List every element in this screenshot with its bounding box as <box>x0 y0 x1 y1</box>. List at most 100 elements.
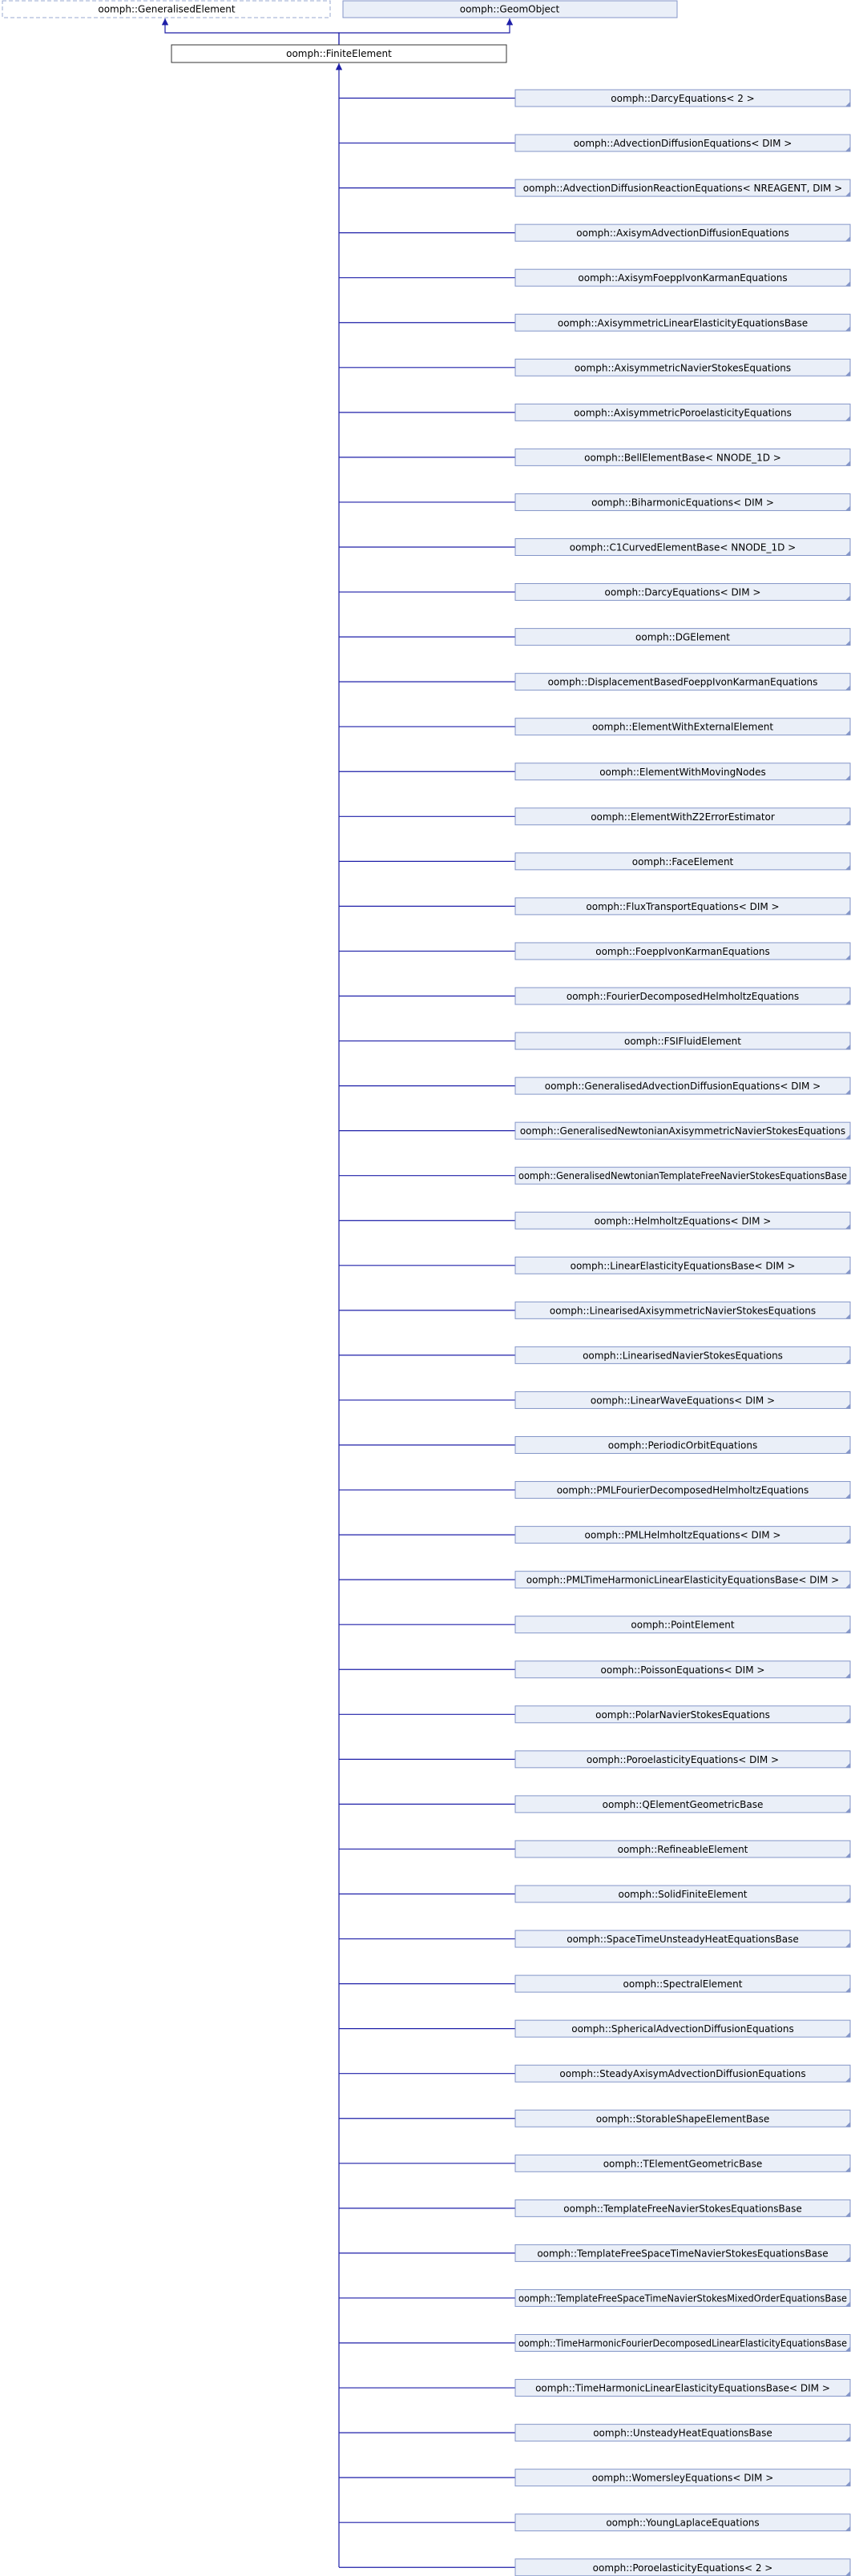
derived-node-box <box>514 1930 851 1948</box>
derived-node-label: oomph::PMLFourierDecomposedHelmholtzEqua… <box>557 1485 809 1496</box>
derived-node-faceelement[interactable]: oomph::FaceElement <box>514 852 851 871</box>
derived-node-poroelasticityequations-dim[interactable]: oomph::PoroelasticityEquations< DIM > <box>514 1750 851 1769</box>
derived-node-label: oomph::TemplateFreeSpaceTimeNavierStokes… <box>518 2292 847 2304</box>
derived-node-templatefreenavierstokesequationsbase[interactable]: oomph::TemplateFreeNavierStokesEquations… <box>514 2199 851 2217</box>
derived-node-telementgeometricbase[interactable]: oomph::TElementGeometricBase <box>514 2154 851 2172</box>
derived-node-polarnavierstokesequations[interactable]: oomph::PolarNavierStokesEquations <box>514 1705 851 1724</box>
derived-node-label: oomph::DGElement <box>635 632 730 643</box>
derived-node-box <box>514 583 851 602</box>
derived-node-label: oomph::AxisymFoeppIvonKarmanEquations <box>578 272 787 284</box>
derived-node-label: oomph::DisplacementBasedFoeppIvonKarmanE… <box>548 677 818 688</box>
derived-node-linearwaveequations-dim[interactable]: oomph::LinearWaveEquations< DIM > <box>514 1391 851 1409</box>
derived-node-storableshapeelementbase[interactable]: oomph::StorableShapeElementBase <box>514 2109 851 2127</box>
collapsed-subtree-indicator-icon <box>845 685 850 690</box>
derived-node-fluxtransportequations-dim[interactable]: oomph::FluxTransportEquations< DIM > <box>514 897 851 916</box>
derived-node-helmholtzequations-dim[interactable]: oomph::HelmholtzEquations< DIM > <box>514 1211 851 1230</box>
derived-node-linearelasticityequationsbase-dim[interactable]: oomph::LinearElasticityEquationsBase< DI… <box>514 1256 851 1274</box>
derived-node-elementwithmovingnodes[interactable]: oomph::ElementWithMovingNodes <box>514 763 851 781</box>
derived-node-box <box>514 134 851 152</box>
derived-node-fourierdecomposedhelmholtzequations[interactable]: oomph::FourierDecomposedHelmholtzEquatio… <box>514 987 851 1005</box>
derived-node-pmlhelmholtzequations-dim[interactable]: oomph::PMLHelmholtzEquations< DIM > <box>514 1526 851 1544</box>
derived-node-label: oomph::PointElement <box>631 1620 734 1631</box>
derived-node-generalisedadvectiondiffusionequations-dim[interactable]: oomph::GeneralisedAdvectionDiffusionEqua… <box>514 1077 851 1095</box>
derived-node-axisymmetriclinearelasticityequationsbase[interactable]: oomph::AxisymmetricLinearElasticityEquat… <box>514 313 851 332</box>
derived-node-label: oomph::FluxTransportEquations< DIM > <box>586 901 779 912</box>
derived-node-axisymmetricnavierstokesequations[interactable]: oomph::AxisymmetricNavierStokesEquations <box>514 358 851 376</box>
derived-node-spacetimeunsteadyheatequationsbase[interactable]: oomph::SpaceTimeUnsteadyHeatEquationsBas… <box>514 1930 851 1948</box>
derived-node-timeharmonicfourierdecomposedlinearelasticityequationsbase[interactable]: oomph::TimeHarmonicFourierDecomposedLine… <box>514 2334 851 2352</box>
derived-node-poissonequations-dim[interactable]: oomph::PoissonEquations< DIM > <box>514 1660 851 1679</box>
derived-node-solidfiniteelement[interactable]: oomph::SolidFiniteElement <box>514 1885 851 1903</box>
node-geom-object[interactable]: oomph::GeomObject <box>342 0 678 18</box>
collapsed-subtree-indicator-icon <box>845 416 850 421</box>
derived-node-label: oomph::StorableShapeElementBase <box>596 2113 769 2124</box>
node-generalised-element-label: oomph::GeneralisedElement <box>98 4 236 15</box>
derived-node-dgelement[interactable]: oomph::DGElement <box>514 628 851 646</box>
derived-node-sphericaladvectiondiffusionequations[interactable]: oomph::SphericalAdvectionDiffusionEquati… <box>514 2019 851 2038</box>
derived-node-timeharmoniclinearelasticityequationsbase-dim[interactable]: oomph::TimeHarmonicLinearElasticityEquat… <box>514 2379 851 2397</box>
derived-node-womersleyequations-dim[interactable]: oomph::WomersleyEquations< DIM > <box>514 2469 851 2487</box>
derived-node-darcyequations-dim[interactable]: oomph::DarcyEquations< DIM > <box>514 583 851 602</box>
derived-node-box <box>514 807 851 826</box>
derived-node-box <box>514 2334 851 2352</box>
derived-node-generalisednewtonianaxisymmetricnavierstokesequations[interactable]: oomph::GeneralisedNewtonianAxisymmetricN… <box>514 1121 851 1140</box>
derived-node-elementwithz2errorestimator[interactable]: oomph::ElementWithZ2ErrorEstimator <box>514 807 851 826</box>
derived-node-box <box>514 1077 851 1095</box>
derived-node-box <box>514 2288 851 2307</box>
derived-node-fsifluidelement[interactable]: oomph::FSIFluidElement <box>514 1032 851 1050</box>
collapsed-subtree-indicator-icon <box>845 191 850 197</box>
derived-node-pointelement[interactable]: oomph::PointElement <box>514 1616 851 1634</box>
derived-node-label: oomph::LinearisedAxisymmetricNavierStoke… <box>550 1305 816 1316</box>
derived-node-label: oomph::DarcyEquations< 2 > <box>611 93 754 104</box>
derived-node-axisymfoeppivonkarmanequations[interactable]: oomph::AxisymFoeppIvonKarmanEquations <box>514 268 851 287</box>
derived-node-steadyaxisymadvectiondiffusionequations[interactable]: oomph::SteadyAxisymAdvectionDiffusionEqu… <box>514 2064 851 2083</box>
derived-node-spectralelement[interactable]: oomph::SpectralElement <box>514 1974 851 1993</box>
derived-node-label: oomph::LinearisedNavierStokesEquations <box>583 1350 783 1361</box>
node-finite-element[interactable]: oomph::FiniteElement <box>171 44 507 63</box>
collapsed-subtree-indicator-icon <box>845 236 850 242</box>
derived-node-displacementbasedfoeppivonkarmanequations[interactable]: oomph::DisplacementBasedFoeppIvonKarmanE… <box>514 673 851 691</box>
collapsed-subtree-indicator-icon <box>845 775 850 780</box>
node-generalised-element[interactable]: oomph::GeneralisedElement <box>2 0 331 18</box>
derived-node-unsteadyheatequationsbase[interactable]: oomph::UnsteadyHeatEquationsBase <box>514 2424 851 2442</box>
derived-node-generalisednewtoniantemplatefreenavierstokesequationsbase[interactable]: oomph::GeneralisedNewtonianTemplateFreeN… <box>514 1166 851 1185</box>
derived-node-box <box>514 1166 851 1185</box>
derived-node-box <box>514 223 851 242</box>
derived-node-pmltimeharmoniclinearelasticityequationsbase-dim[interactable]: oomph::PMLTimeHarmonicLinearElasticityEq… <box>514 1571 851 1589</box>
derived-node-periodicorbitequations[interactable]: oomph::PeriodicOrbitEquations <box>514 1436 851 1454</box>
derived-node-box <box>514 1121 851 1140</box>
edge-finite-to-generalised <box>161 18 340 45</box>
derived-node-darcyequations-2[interactable]: oomph::DarcyEquations< 2 > <box>514 89 851 107</box>
derived-node-bellelementbase-nnode-1d[interactable]: oomph::BellElementBase< NNODE_1D > <box>514 448 851 466</box>
derived-node-templatefreespacetimenavierstokesmixedorderequationsbase[interactable]: oomph::TemplateFreeSpaceTimeNavierStokes… <box>514 2288 851 2307</box>
derived-node-label: oomph::AdvectionDiffusionReactionEquatio… <box>523 183 842 194</box>
derived-node-younglaplaceequations[interactable]: oomph::YoungLaplaceEquations <box>514 2514 851 2532</box>
collapsed-subtree-indicator-icon <box>845 1358 850 1364</box>
derived-node-label: oomph::PoissonEquations< DIM > <box>601 1664 765 1676</box>
derived-node-elementwithexternalelement[interactable]: oomph::ElementWithExternalElement <box>514 718 851 736</box>
collapsed-subtree-indicator-icon <box>845 1044 850 1050</box>
derived-node-label: oomph::PoroelasticityEquations< 2 > <box>593 2562 773 2574</box>
derived-node-box <box>514 1750 851 1769</box>
derived-node-qelementgeometricbase[interactable]: oomph::QElementGeometricBase <box>514 1795 851 1813</box>
derived-node-axisymadvectiondiffusionequations[interactable]: oomph::AxisymAdvectionDiffusionEquations <box>514 223 851 242</box>
derived-node-linearisedaxisymmetricnavierstokesequations[interactable]: oomph::LinearisedAxisymmetricNavierStoke… <box>514 1301 851 1319</box>
derived-node-advectiondiffusionreactionequations-nreagent-dim[interactable]: oomph::AdvectionDiffusionReactionEquatio… <box>514 179 851 197</box>
derived-node-refineableelement[interactable]: oomph::RefineableElement <box>514 1840 851 1858</box>
collapsed-subtree-indicator-icon <box>845 819 850 825</box>
derived-node-label: oomph::YoungLaplaceEquations <box>606 2518 759 2529</box>
derived-node-pmlfourierdecomposedhelmholtzequations[interactable]: oomph::PMLFourierDecomposedHelmholtzEqua… <box>514 1481 851 1499</box>
derived-node-label: oomph::AxisymmetricPoroelasticityEquatio… <box>574 407 792 418</box>
derived-node-label: oomph::PolarNavierStokesEquations <box>595 1709 770 1721</box>
derived-node-label: oomph::QElementGeometricBase <box>603 1799 764 1810</box>
derived-node-c1curvedelementbase-nnode-1d[interactable]: oomph::C1CurvedElementBase< NNODE_1D > <box>514 538 851 556</box>
derived-node-box <box>514 358 851 376</box>
derived-node-linearisednavierstokesequations[interactable]: oomph::LinearisedNavierStokesEquations <box>514 1346 851 1364</box>
derived-node-biharmonicequations-dim[interactable]: oomph::BiharmonicEquations< DIM > <box>514 493 851 511</box>
derived-node-axisymmetricporoelasticityequations[interactable]: oomph::AxisymmetricPoroelasticityEquatio… <box>514 403 851 421</box>
derived-node-foeppivonkarmanequations[interactable]: oomph::FoeppIvonKarmanEquations <box>514 942 851 960</box>
derived-node-advectiondiffusionequations-dim[interactable]: oomph::AdvectionDiffusionEquations< DIM … <box>514 134 851 152</box>
derived-node-poroelasticityequations-2[interactable]: oomph::PoroelasticityEquations< 2 > <box>514 2558 851 2576</box>
derived-node-templatefreespacetimenavierstokesequationsbase[interactable]: oomph::TemplateFreeSpaceTimeNavierStokes… <box>514 2244 851 2262</box>
collapsed-subtree-indicator-icon <box>845 2122 850 2127</box>
